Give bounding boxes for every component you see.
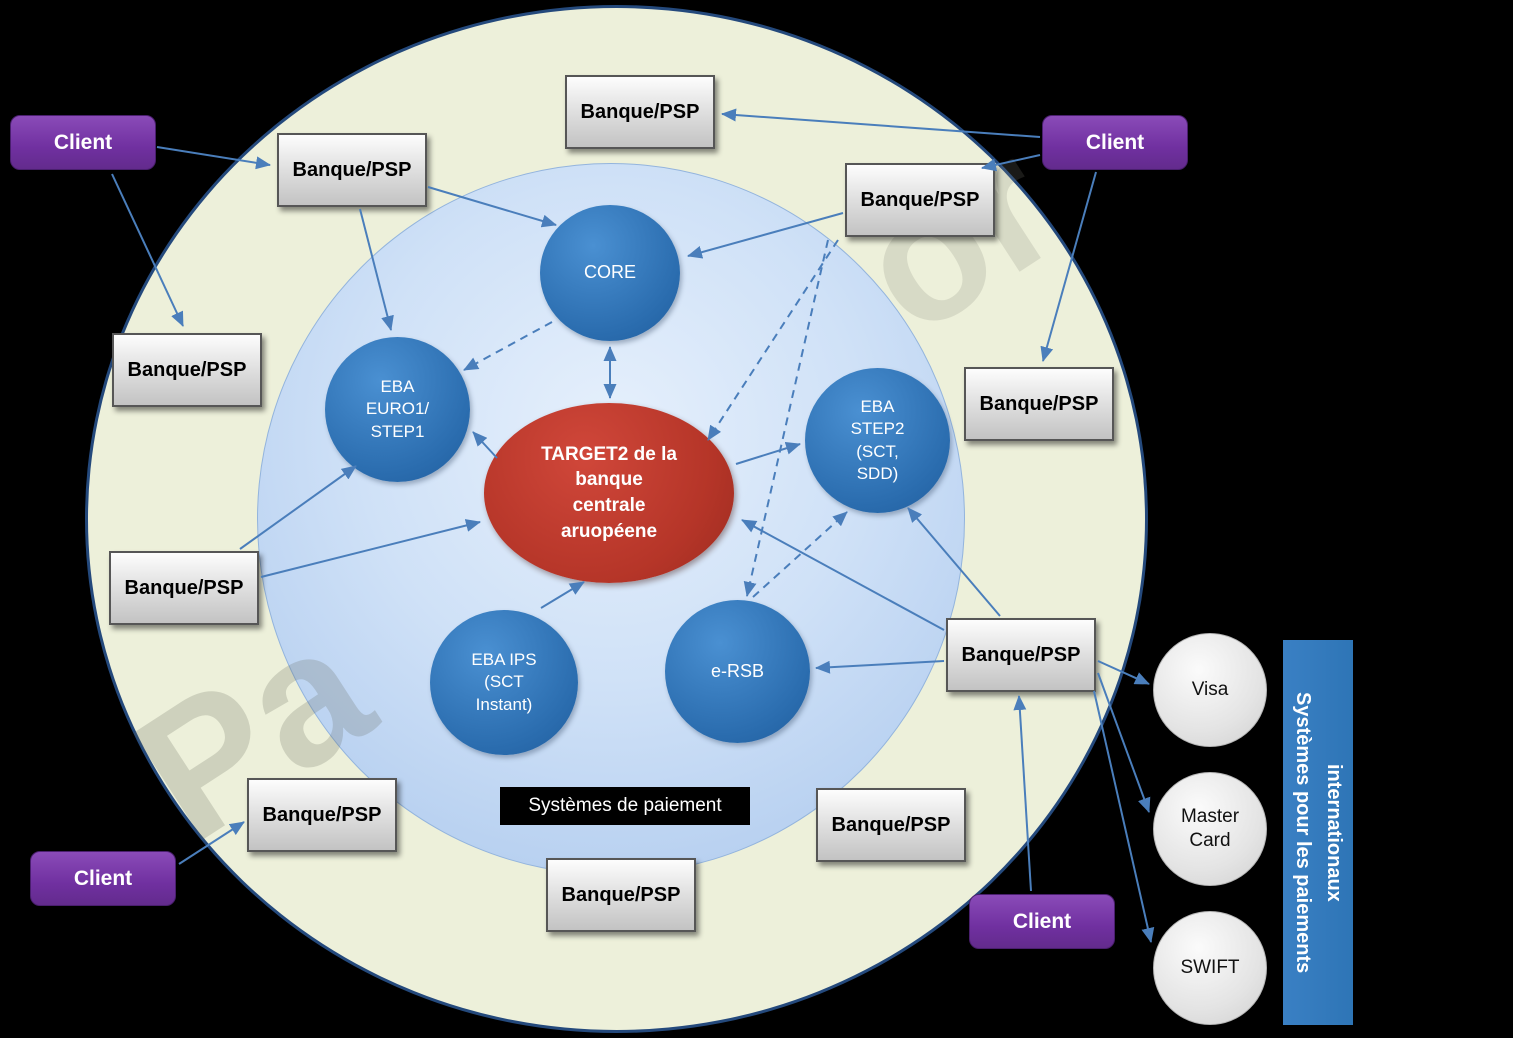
client-box-top-left: Client xyxy=(10,115,156,170)
payment-systems-caption-label: Systèmes de paiement xyxy=(528,795,722,816)
banque-psp-label: Banque/PSP xyxy=(561,883,681,906)
banque-psp-box-top-center: Banque/PSP xyxy=(565,75,715,149)
banque-psp-box-upper-right: Banque/PSP xyxy=(845,163,995,237)
client-box-bottom-right: Client xyxy=(969,894,1115,949)
node-eba-step2: EBA STEP2 (SCT, SDD) xyxy=(805,368,950,513)
client-box-top-right: Client xyxy=(1042,115,1188,170)
banque-psp-label: Banque/PSP xyxy=(860,188,980,211)
client-label: Client xyxy=(1085,130,1145,154)
node-target2: TARGET2 de la banque centrale aruopéene xyxy=(484,403,734,583)
banque-psp-label: Banque/PSP xyxy=(127,358,247,381)
client-box-bottom-left: Client xyxy=(30,851,176,906)
banque-psp-box-right: Banque/PSP xyxy=(964,367,1114,441)
node-mastercard: Master Card xyxy=(1153,772,1267,886)
node-visa: Visa xyxy=(1153,633,1267,747)
banque-psp-box-mid-right: Banque/PSP xyxy=(946,618,1096,692)
banque-psp-box-bottom-left: Banque/PSP xyxy=(247,778,397,852)
node-core-label: CORE xyxy=(583,262,636,283)
international-payments-bar-label: Systèmes pour les paiements internationa… xyxy=(1292,691,1345,974)
banque-psp-label: Banque/PSP xyxy=(580,100,700,123)
client-label: Client xyxy=(73,866,133,890)
client-label: Client xyxy=(53,130,113,154)
client-label: Client xyxy=(1012,909,1072,933)
node-target2-label: TARGET2 de la banque centrale aruopéene xyxy=(541,443,677,542)
node-eba-euro1-step1-label: EBA EURO1/ STEP1 xyxy=(365,377,430,441)
banque-psp-box-mid-left: Banque/PSP xyxy=(109,551,259,625)
payment-systems-caption: Systèmes de paiement xyxy=(500,787,750,825)
node-e-rsb: e-RSB xyxy=(665,600,810,743)
node-eba-ips-label: EBA IPS (SCT Instant) xyxy=(471,650,537,714)
node-eba-euro1-step1: EBA EURO1/ STEP1 xyxy=(325,337,470,482)
banque-psp-label: Banque/PSP xyxy=(961,643,1081,666)
node-swift-label: SWIFT xyxy=(1180,957,1240,979)
banque-psp-label: Banque/PSP xyxy=(831,813,951,836)
banque-psp-box-bottom-right: Banque/PSP xyxy=(816,788,966,862)
banque-psp-label: Banque/PSP xyxy=(124,576,244,599)
node-eba-step2-label: EBA STEP2 (SCT, SDD) xyxy=(850,397,905,483)
banque-psp-box-left: Banque/PSP xyxy=(112,333,262,407)
banque-psp-label: Banque/PSP xyxy=(262,803,382,826)
node-mastercard-label: Master Card xyxy=(1180,806,1240,851)
node-swift: SWIFT xyxy=(1153,911,1267,1025)
banque-psp-label: Banque/PSP xyxy=(292,158,412,181)
node-eba-ips: EBA IPS (SCT Instant) xyxy=(430,610,578,755)
node-core: CORE xyxy=(540,205,680,341)
node-visa-label: Visa xyxy=(1191,679,1229,701)
banque-psp-box-upper-left: Banque/PSP xyxy=(277,133,427,207)
banque-psp-label: Banque/PSP xyxy=(979,392,1099,415)
international-payments-bar: Systèmes pour les paiements internationa… xyxy=(1283,640,1353,1025)
banque-psp-box-bottom-center: Banque/PSP xyxy=(546,858,696,932)
node-e-rsb-label: e-RSB xyxy=(710,660,764,681)
